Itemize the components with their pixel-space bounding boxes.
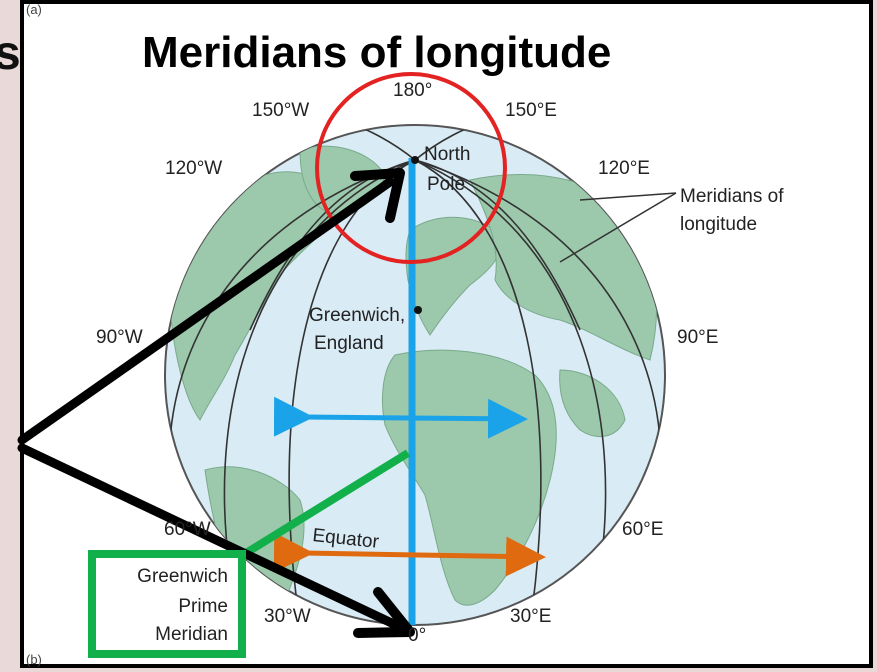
pm-line-2: Prime xyxy=(178,596,228,617)
width-arrow-blue xyxy=(273,396,528,439)
label-0: 0° xyxy=(408,625,426,646)
label-120e: 120°E xyxy=(598,158,650,179)
pm-line-1: Greenwich xyxy=(137,566,228,587)
edge-letter: s xyxy=(0,27,21,80)
width-arrow-orange xyxy=(273,532,546,577)
north-pole-dot xyxy=(411,156,419,164)
label-meridians-2: longitude xyxy=(680,214,757,235)
panel-label-a: (a) xyxy=(26,2,42,17)
pm-line-3: Meridian xyxy=(155,624,228,645)
diagram-title: Meridians of longitude xyxy=(142,28,612,77)
north-pole-highlight-circle xyxy=(315,72,507,264)
label-meridians-1: Meridians of xyxy=(680,186,784,207)
label-60e: 60°E xyxy=(622,519,663,540)
label-150e: 150°E xyxy=(505,100,557,121)
label-90w: 90°W xyxy=(96,327,143,348)
label-60w: 60°W xyxy=(164,519,211,540)
prime-meridian-connector xyxy=(243,449,411,557)
arrowhead-zero xyxy=(353,587,415,638)
label-north: North xyxy=(424,144,470,165)
label-90e: 90°E xyxy=(677,327,718,348)
label-180: 180° xyxy=(393,80,432,101)
label-england: England xyxy=(314,333,384,354)
panel-label-b: (b) xyxy=(26,652,42,667)
label-150w: 150°W xyxy=(252,100,309,121)
label-120w: 120°W xyxy=(165,158,222,179)
label-30w: 30°W xyxy=(264,606,311,627)
meridians-pointer-lines xyxy=(559,192,677,263)
label-30e: 30°E xyxy=(510,606,551,627)
prime-meridian-box: Greenwich Prime Meridian xyxy=(88,550,246,658)
label-greenwich: Greenwich, xyxy=(309,305,405,326)
left-panel: s xyxy=(0,0,22,672)
greenwich-dot xyxy=(414,306,422,314)
black-pointer-arrows xyxy=(17,177,405,632)
label-pole: Pole xyxy=(427,174,465,195)
arrowhead-north-pole xyxy=(350,168,405,223)
